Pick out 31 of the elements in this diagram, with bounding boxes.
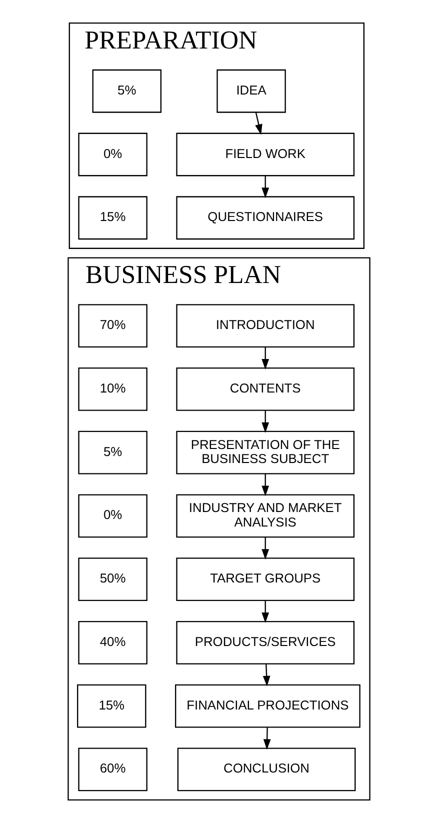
node-box: 50% bbox=[78, 557, 147, 601]
arrow bbox=[261, 536, 269, 560]
node-box: IDEA bbox=[216, 68, 286, 112]
node-box: PRESENTATION OF THE BUSINESS SUBJECT bbox=[176, 430, 354, 474]
node-box: INTRODUCTION bbox=[176, 304, 354, 348]
node-box: 15% bbox=[78, 196, 147, 240]
arrow bbox=[262, 726, 270, 750]
node-box: 5% bbox=[78, 430, 147, 474]
node-box: FINANCIAL PROJECTIONS bbox=[174, 684, 360, 728]
node-box: FIELD WORK bbox=[176, 132, 354, 176]
node-box: CONTENTS bbox=[176, 367, 354, 410]
node-box: 10% bbox=[78, 367, 147, 410]
arrow bbox=[261, 410, 269, 432]
arrow bbox=[254, 112, 262, 134]
node-box: 0% bbox=[78, 132, 147, 176]
node-box: 40% bbox=[78, 620, 147, 664]
node-box: QUESTIONNAIRES bbox=[176, 196, 354, 240]
node-box: INDUSTRY AND MARKET ANALYSIS bbox=[176, 494, 354, 538]
node-box: CONCLUSION bbox=[176, 747, 356, 791]
arrow bbox=[262, 663, 270, 686]
node-box: 15% bbox=[76, 684, 146, 728]
node-box: 5% bbox=[92, 68, 161, 112]
node-box: 0% bbox=[78, 494, 147, 538]
node-box: TARGET GROUPS bbox=[176, 557, 354, 601]
node-box: PRODUCTS/SERVICES bbox=[176, 620, 354, 664]
arrow bbox=[261, 175, 269, 198]
arrow bbox=[261, 346, 269, 370]
node-box: 70% bbox=[78, 304, 147, 348]
arrow bbox=[261, 473, 269, 496]
arrow bbox=[261, 600, 269, 623]
node-box: 60% bbox=[78, 747, 147, 791]
